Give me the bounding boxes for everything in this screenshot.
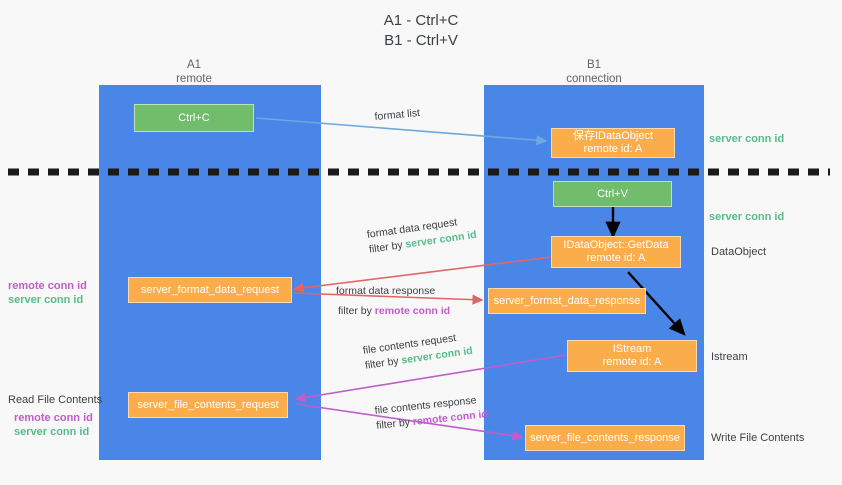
title-line-1: A1 - Ctrl+C [383,12,459,29]
node-server-file-contents-response[interactable]: server_file_contents_response [525,425,685,451]
lane-header-b1: B1 connection [514,58,674,86]
node-ctrl-v[interactable]: Ctrl+V [553,181,672,207]
label-file-contents-response: file contents response filter by remote … [374,392,489,434]
node-server-format-data-response-label: server_format_data_response [493,294,641,307]
label-format-list-text: format list [374,107,421,123]
annotation-remote-conn-id-upper: remote conn id [8,280,87,292]
node-server-file-contents-request[interactable]: server_file_contents_request [128,392,288,418]
node-istream[interactable]: IStream remote id: A [567,340,697,372]
node-istream-line1: IStream [612,343,652,355]
lane-header-a1: A1 remote [114,58,274,86]
label-file-contents-request: file contents request filter by server c… [362,329,474,374]
label-format-data-response-text: format data response [336,285,436,297]
lane-b1-name: B1 [586,59,602,71]
filter-prefix: filter by [338,305,375,317]
annotation-server-conn-id-lower: server conn id [14,426,90,438]
lane-a1-name: A1 [186,59,202,71]
annotation-server-conn-id-top: server conn id [709,133,785,145]
node-save-idataobject-line2: remote id: A [583,143,643,155]
annotation-dataobject: DataObject [711,246,767,258]
filter-prefix: filter by [368,238,407,256]
label-format-data-request: format data request filter by server con… [366,213,478,258]
node-ctrl-v-label: Ctrl+V [597,187,628,200]
node-idataobject-getdata-line2: remote id: A [586,252,646,264]
label-format-data-response: format data response [336,284,435,299]
node-ctrl-c[interactable]: Ctrl+C [134,104,254,132]
filter-prefix: filter by [375,416,414,432]
lane-a1-sublabel: remote [176,73,212,85]
page-title: A1 - Ctrl+C B1 - Ctrl+V [0,11,842,51]
annotation-server-conn-id-mid: server conn id [709,211,785,223]
node-save-idataobject[interactable]: 保存IDataObject remote id: A [551,128,675,158]
annotation-istream: Istream [711,351,748,363]
node-server-format-data-request[interactable]: server_format_data_request [128,277,292,303]
node-server-format-data-request-label: server_format_data_request [140,283,280,296]
title-line-2: B1 - Ctrl+V [384,32,458,49]
node-istream-line2: remote id: A [602,356,662,368]
annotation-read-file-contents: Read File Contents [8,394,103,406]
annotation-write-file-contents: Write File Contents [711,432,805,444]
annotation-remote-conn-id-lower: remote conn id [14,412,93,424]
node-save-idataobject-line1: 保存IDataObject [572,130,654,142]
node-idataobject-getdata-line1: IDataObject::GetData [563,239,669,251]
label-format-list: format list [374,106,421,125]
node-ctrl-c-label: Ctrl+C [178,111,210,124]
node-server-file-contents-request-label: server_file_contents_request [137,398,279,411]
node-idataobject-getdata[interactable]: IDataObject::GetData remote id: A [551,236,681,268]
node-server-file-contents-response-label: server_file_contents_response [530,431,680,444]
lane-b1-sublabel: connection [566,73,622,85]
node-server-format-data-response[interactable]: server_format_data_response [488,288,646,314]
filter-value-remote-conn-id: remote conn id [374,305,451,317]
filter-prefix: filter by [364,354,403,372]
annotation-server-conn-id-upper: server conn id [8,294,84,306]
label-format-data-response-filter: filter by remote conn id [338,304,450,319]
